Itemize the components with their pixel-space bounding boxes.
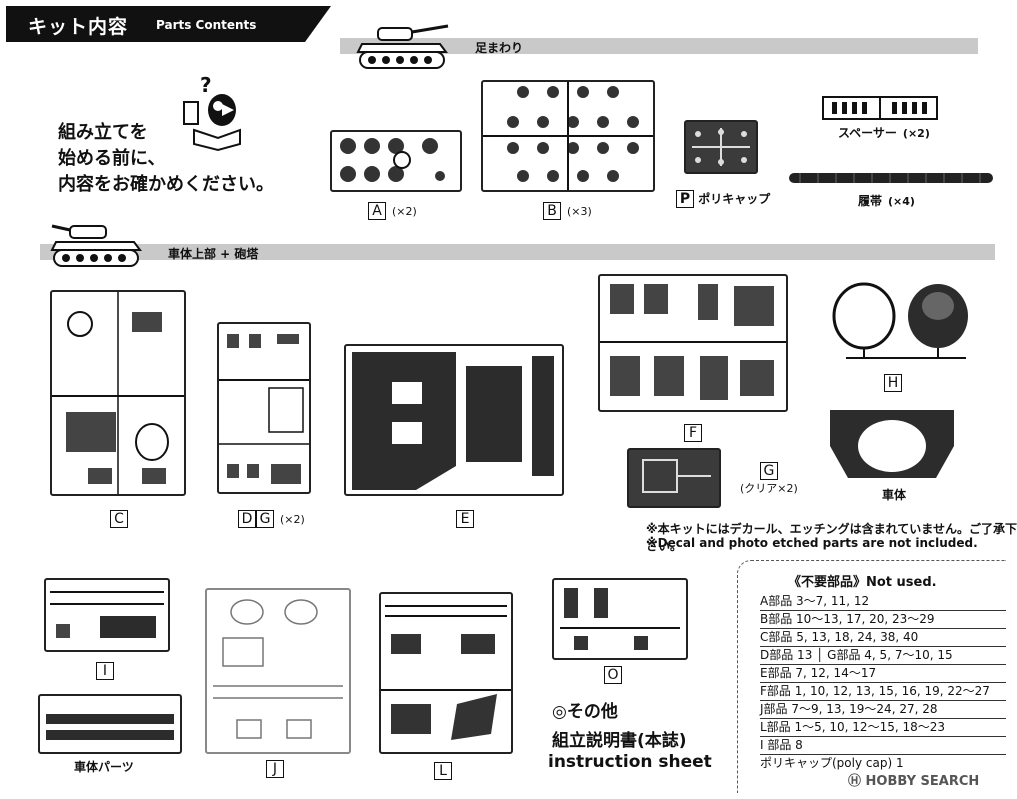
part-e-letter: E	[456, 510, 474, 528]
intro-line-3: 内容をお確かめください。	[58, 174, 274, 195]
part-a-letter: A	[368, 202, 386, 220]
part-b-label: B (×3)	[543, 200, 592, 220]
spacer-label: スペーサー (×2)	[838, 124, 930, 141]
tank-icon-2	[50, 224, 142, 267]
track-name: 履帯	[858, 194, 883, 208]
intro-text: 組み立てを 始める前に、 内容をお確かめください。	[58, 120, 274, 198]
part-c-letter: C	[110, 510, 128, 528]
sprue-hull-parts	[38, 694, 182, 754]
upper-hull-band: 車体上部 + 砲塔	[40, 244, 995, 261]
hull-part	[830, 410, 954, 478]
part-l-letter: L	[434, 762, 452, 780]
unused-row: A部品 3〜7, 11, 12	[760, 593, 1006, 611]
part-p-label: P ポリキャップ	[676, 190, 770, 208]
unused-row: C部品 5, 13, 18, 24, 38, 40	[760, 629, 1006, 647]
unused-row: I 部品 8	[760, 737, 1006, 755]
unused-title: 《不要部品》Not used.	[788, 575, 937, 590]
contents-header: キット内容 Parts Contents	[6, 6, 331, 42]
manual-jp: 組立説明書(本誌)	[552, 731, 687, 751]
part-l-label: L	[434, 760, 452, 780]
unused-row: L部品 1〜5, 10, 12〜15, 18〜23	[760, 719, 1006, 737]
sprue-f	[598, 274, 788, 412]
sprue-o	[552, 578, 688, 660]
unused-row: B部品 10〜13, 17, 20, 23〜29	[760, 611, 1006, 629]
other-title: ◎その他	[552, 702, 618, 722]
part-f-label: F	[684, 422, 702, 442]
unused-row: E部品 7, 12, 14〜17	[760, 665, 1006, 683]
part-i-label: I	[96, 660, 114, 680]
running-gear-label: 足まわり	[475, 41, 524, 55]
intro-line-2: 始める前に、	[58, 148, 166, 169]
part-g-clear-letter: G	[759, 462, 778, 480]
part-a-label: A (×2)	[368, 200, 417, 220]
part-o-letter: O	[604, 666, 622, 684]
sprue-h	[832, 282, 968, 359]
sprue-g-clear	[627, 448, 721, 508]
part-g-clear-count: (クリア×2)	[740, 482, 798, 495]
part-i-letter: I	[96, 662, 114, 680]
part-c-label: C	[110, 508, 128, 528]
svg-text:?: ?	[200, 73, 212, 97]
sprue-dg	[217, 322, 311, 494]
sprue-a	[330, 130, 462, 192]
hull-label: 車体	[882, 488, 907, 502]
intro-line-1: 組み立てを	[58, 122, 148, 143]
sprue-e	[344, 344, 564, 496]
part-g-letter: G	[256, 510, 274, 528]
note-jp: ※本キットにはデカール、エッチングは含まれていません。ご了承下さい。	[646, 522, 1017, 553]
header-title-jp: キット内容	[28, 16, 129, 38]
sprue-j	[205, 588, 351, 754]
header-title-en: Parts Contents	[156, 18, 257, 32]
tank-icon	[356, 24, 449, 69]
spacer-count: (×2)	[902, 127, 930, 140]
upper-hull-label: 車体上部 + 砲塔	[168, 247, 259, 261]
part-j-letter: J	[266, 760, 284, 778]
part-p-letter: P	[676, 190, 694, 208]
part-b-count: (×3)	[567, 205, 592, 218]
unused-row: F部品 1, 10, 12, 13, 15, 16, 19, 22〜27	[760, 683, 1006, 701]
reading-character-icon: ?	[183, 73, 241, 152]
part-h-label: H	[884, 372, 902, 392]
part-e-label: E	[456, 508, 474, 528]
track-part	[789, 173, 993, 183]
watermark-text: HOBBY SEARCH	[865, 774, 980, 789]
note-en: ※Decal and photo etched parts are not in…	[646, 536, 978, 550]
part-g-clear-label: G (クリア×2)	[740, 462, 798, 496]
watermark: Ⓗ HOBBY SEARCH	[848, 770, 979, 789]
hull-parts-label: 車体パーツ	[74, 760, 134, 774]
part-b-letter: B	[543, 202, 561, 220]
unused-row: J部品 7〜9, 13, 19〜24, 27, 28	[760, 701, 1006, 719]
sprue-l	[379, 592, 513, 754]
part-a-count: (×2)	[392, 205, 417, 218]
sprue-b	[481, 80, 655, 192]
part-h-letter: H	[884, 374, 902, 392]
spacer-name: スペーサー	[838, 126, 897, 140]
unused-parts-box: 《不要部品》Not used. A部品 3〜7, 11, 12 B部品 10〜1…	[737, 560, 1006, 793]
track-count: (×4)	[888, 195, 915, 208]
sprue-c	[50, 290, 186, 496]
manual-en: instruction sheet	[548, 752, 712, 772]
part-d-letter: D	[238, 510, 256, 528]
part-j-label: J	[266, 758, 284, 778]
running-gear-band: 足まわり	[340, 38, 978, 55]
part-p-name: ポリキャップ	[698, 192, 771, 206]
sprue-i	[44, 578, 170, 652]
sprue-p	[684, 120, 758, 174]
unused-row: D部品 13 │ G部品 4, 5, 7〜10, 15	[760, 647, 1006, 665]
part-f-letter: F	[684, 424, 702, 442]
part-dg-count: (×2)	[280, 513, 305, 526]
unused-row: ポリキャップ(poly cap) 1	[760, 756, 904, 770]
watermark-logo-icon: Ⓗ	[848, 774, 866, 789]
spacer-part	[822, 96, 938, 120]
part-o-label: O	[604, 664, 622, 684]
track-label: 履帯 (×4)	[858, 192, 915, 209]
